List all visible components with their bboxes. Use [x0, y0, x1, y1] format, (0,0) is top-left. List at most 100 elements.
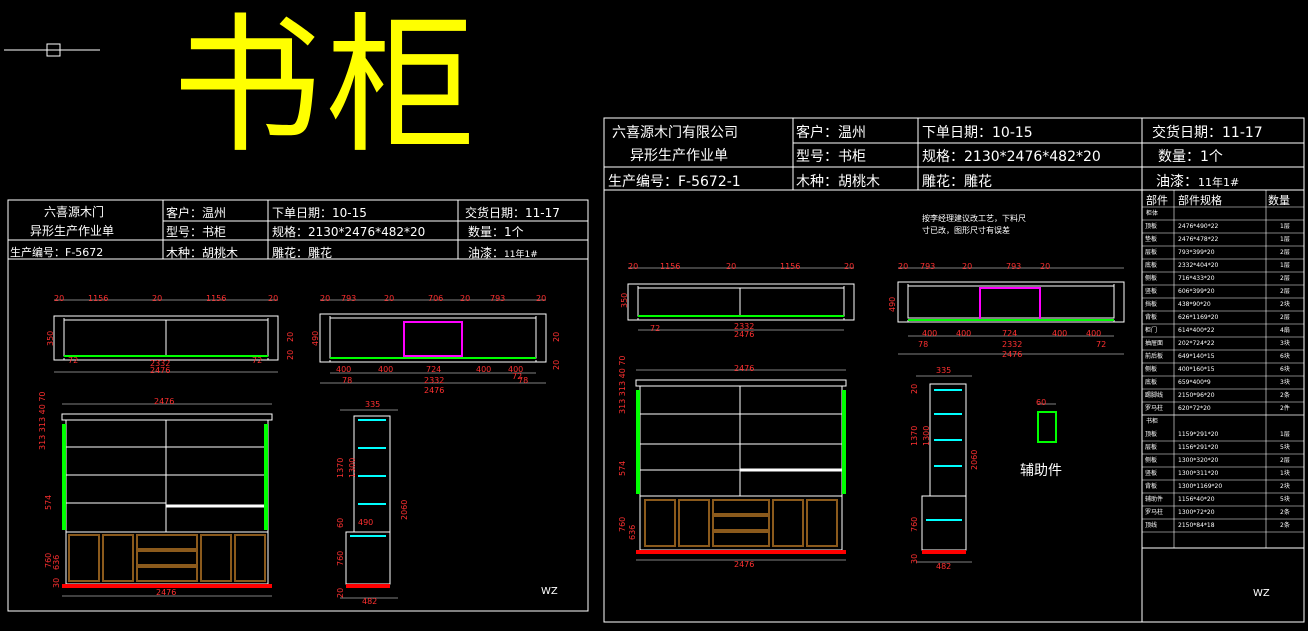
- dimension-label: 482: [936, 562, 952, 571]
- right-company: 六喜源木门有限公司: [612, 125, 738, 141]
- parts-cell-part: 踢脚线: [1145, 392, 1164, 399]
- dimension-label: 490: [888, 296, 897, 312]
- right-model: 型号：书柜: [796, 149, 866, 165]
- dimension-label: 1156: [206, 294, 227, 303]
- parts-cell-part: 罗马柱: [1145, 509, 1164, 516]
- dimension-label: 793: [490, 294, 506, 303]
- parts-cell-qty: 2条: [1280, 509, 1290, 516]
- dimension-label: 2060: [970, 449, 979, 470]
- right-note-line2: 寸已改，图形尺寸有误差: [922, 226, 1010, 235]
- dimension-label: 2332: [1002, 340, 1023, 349]
- left-quantity: 数量：1个: [468, 225, 524, 239]
- dimension-label: 20: [844, 262, 855, 271]
- dimension-label: 20: [336, 587, 345, 598]
- parts-cell-spec: 716*433*20: [1178, 275, 1215, 282]
- dimension-label: 20: [54, 294, 65, 303]
- parts-group-lower: 书柜: [1146, 418, 1159, 425]
- right-side-elevation: [916, 375, 972, 563]
- right-paint-label: 油漆：: [1156, 174, 1198, 190]
- dimension-label: 2476: [156, 588, 177, 597]
- dimension-label: 313 313 40 70: [618, 355, 627, 414]
- left-delivery: 交货日期：11-17: [465, 206, 560, 220]
- right-sheet-frame: [603, 117, 1305, 623]
- dimension-label: 20: [536, 294, 547, 303]
- dimension-label: 20: [286, 349, 295, 360]
- right-top-plan-view: [627, 267, 855, 331]
- dimension-label: 20: [628, 262, 639, 271]
- dimension-label: 78: [518, 376, 529, 385]
- parts-cell-spec: 2476*478*22: [1178, 236, 1219, 243]
- dimension-label: 20: [320, 294, 331, 303]
- dimension-label: 20: [910, 383, 919, 394]
- parts-header-qty: 数量: [1268, 194, 1290, 207]
- left-paint: 油漆：11年1#: [468, 244, 538, 261]
- dimension-label: 1156: [780, 262, 801, 271]
- parts-cell-spec: 1300*1169*20: [1178, 483, 1223, 490]
- dimension-label: 400: [956, 329, 972, 338]
- parts-cell-part: 罗马柱: [1145, 405, 1164, 412]
- parts-cell-part: 侧板: [1145, 275, 1158, 282]
- dimension-label: 20: [286, 331, 295, 342]
- dimension-label: 78: [918, 340, 929, 349]
- parts-cell-spec: 438*90*20: [1178, 301, 1211, 308]
- dimension-label: 30: [910, 553, 919, 564]
- dimension-label: 2476: [150, 366, 171, 375]
- dimension-label: 30: [52, 577, 61, 588]
- parts-cell-spec: 659*400*9: [1178, 379, 1211, 386]
- left-top-plan-view: [53, 299, 279, 373]
- left-spec: 规格：2130*2476*482*20: [272, 225, 426, 239]
- left-company: 六喜源木门: [44, 205, 105, 219]
- dimension-label: 1370: [336, 457, 345, 478]
- parts-cell-part: 背板: [1145, 483, 1158, 490]
- parts-cell-qty: 2条: [1280, 522, 1290, 529]
- right-wood: 木种：胡桃木: [796, 174, 880, 190]
- dimension-label: 2332: [150, 359, 171, 368]
- parts-cell-spec: 2150*96*20: [1178, 392, 1215, 399]
- parts-cell-qty: 2件: [1280, 405, 1290, 412]
- dimension-label: 20: [152, 294, 163, 303]
- left-top-section-view: [319, 299, 547, 384]
- left-sheet-frame: [7, 199, 589, 612]
- dimension-label: 400: [1086, 329, 1102, 338]
- parts-cell-spec: 614*400*22: [1178, 327, 1215, 334]
- parts-cell-part: 前后板: [1145, 353, 1164, 360]
- parts-cell-part: 侧板: [1145, 457, 1158, 464]
- parts-cell-spec: 1300*72*20: [1178, 509, 1215, 516]
- dimension-label: 313 313 40 70: [38, 391, 47, 450]
- dimension-label: 20: [268, 294, 279, 303]
- parts-cell-qty: 1层: [1280, 236, 1290, 243]
- right-top-section-view: [897, 267, 1125, 355]
- dimension-label: 20: [384, 294, 395, 303]
- parts-cell-spec: 606*399*20: [1178, 288, 1215, 295]
- parts-cell-part: 辅助件: [1145, 496, 1164, 503]
- parts-cell-qty: 2层: [1280, 457, 1290, 464]
- parts-cell-part: 层板: [1145, 444, 1158, 451]
- parts-cell-qty: 5块: [1280, 496, 1290, 503]
- dimension-label: 78: [342, 376, 353, 385]
- dimension-label: 760: [910, 516, 919, 532]
- parts-cell-qty: 3块: [1280, 340, 1290, 347]
- parts-cell-part: 底板: [1145, 379, 1158, 386]
- parts-cell-part: 层板: [1145, 249, 1158, 256]
- parts-cell-spec: 1156*40*20: [1178, 496, 1215, 503]
- left-carving: 雕花：雕花: [272, 246, 333, 260]
- left-paint-value: 11年1#: [504, 250, 538, 260]
- dimension-label: 20: [1040, 262, 1051, 271]
- dimension-label: 724: [426, 365, 442, 374]
- parts-cell-spec: 202*724*22: [1178, 340, 1215, 347]
- dimension-label: 72: [68, 356, 79, 365]
- dimension-label: 490: [311, 330, 320, 346]
- dimension-label: 760: [336, 550, 345, 566]
- parts-cell-qty: 2条: [1280, 392, 1290, 399]
- parts-cell-qty: 1层: [1280, 431, 1290, 438]
- left-wood: 木种：胡桃木: [166, 246, 239, 260]
- left-side-elevation: [340, 409, 398, 599]
- right-paint-value: 11年1#: [1198, 176, 1240, 189]
- dimension-label: 482: [362, 597, 378, 606]
- parts-cell-spec: 2476*490*22: [1178, 223, 1219, 230]
- parts-header-spec: 部件规格: [1178, 194, 1222, 207]
- dimension-label: 400: [508, 365, 524, 374]
- left-paint-label: 油漆：: [468, 246, 505, 260]
- right-spec: 规格：2130*2476*482*20: [922, 149, 1101, 165]
- parts-cell-qty: 2层: [1280, 288, 1290, 295]
